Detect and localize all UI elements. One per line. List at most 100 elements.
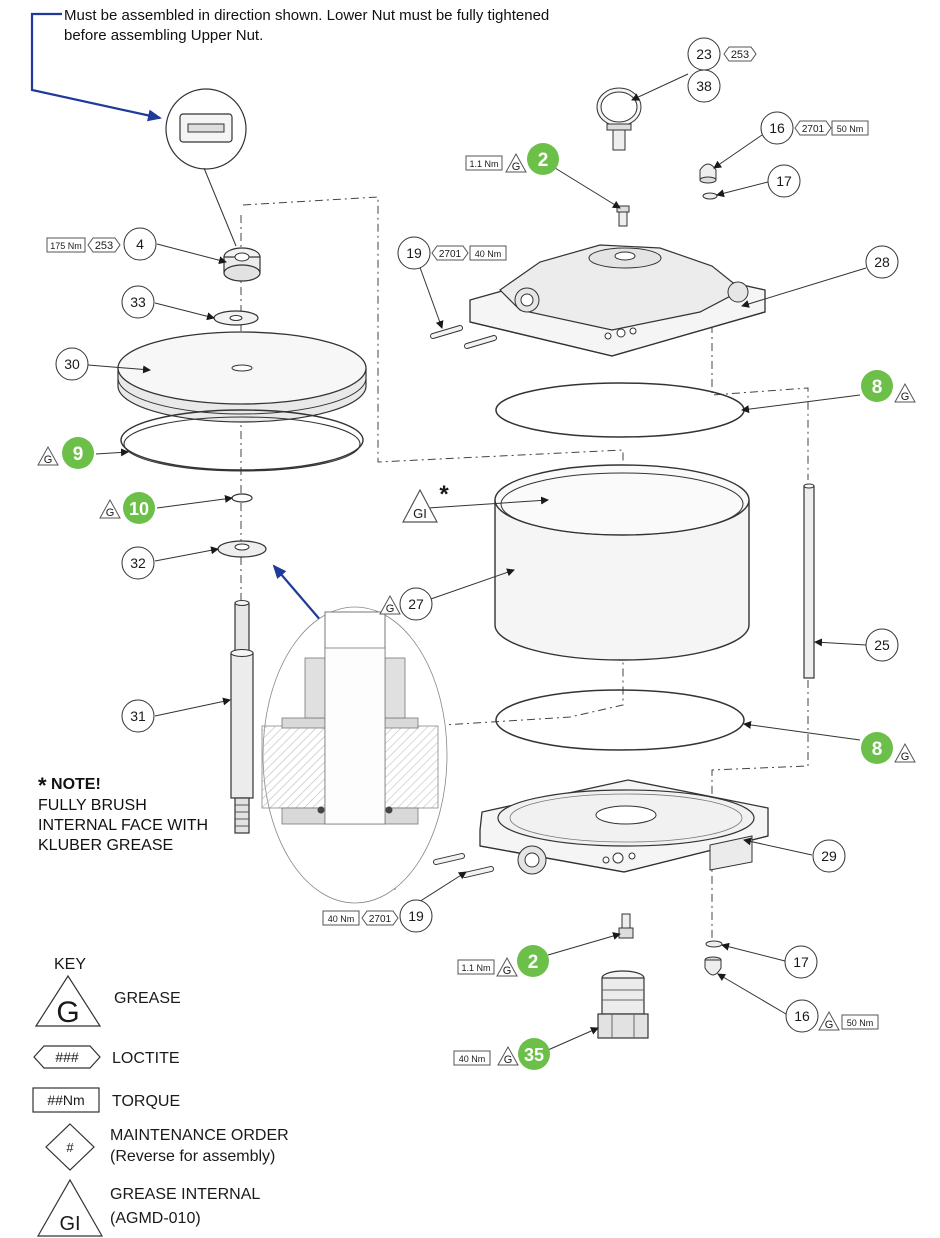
svg-text:G: G	[504, 1054, 513, 1066]
svg-text:17: 17	[793, 954, 809, 970]
torque-tag-19-bottom: 40 Nm	[322, 910, 360, 926]
part-23-eyebolt	[596, 87, 642, 151]
callout-17-bottom: 17	[784, 945, 818, 979]
svg-text:253: 253	[731, 49, 749, 61]
order-badge-8-bottom: 8	[861, 732, 893, 764]
svg-text:2701: 2701	[802, 124, 825, 135]
grease-internal-icon: GI *	[402, 481, 449, 523]
star-note-line3: KLUBER GREASE	[38, 837, 174, 854]
torque-tag-2-top: 1.1 Nm	[465, 155, 503, 171]
svg-text:G: G	[106, 507, 115, 519]
legend-order-icon: #	[45, 1123, 95, 1171]
svg-text:9: 9	[73, 444, 84, 465]
legend-loctite-icon: ###	[33, 1045, 101, 1069]
svg-text:GI: GI	[59, 1213, 80, 1235]
star-note-line1: FULLY BRUSH	[38, 797, 147, 814]
part-27-cylinder	[494, 464, 750, 661]
svg-text:GI: GI	[413, 506, 427, 521]
svg-text:10: 10	[129, 499, 149, 519]
svg-text:G: G	[512, 161, 521, 173]
svg-text:19: 19	[406, 245, 422, 261]
star-note-line2: INTERNAL FACE WITH	[38, 817, 209, 834]
grease-icon-8-top: G	[894, 382, 916, 403]
part-16-acorn-nut-bottom	[704, 956, 722, 976]
svg-text:##Nm: ##Nm	[47, 1092, 84, 1108]
svg-text:###: ###	[55, 1049, 79, 1065]
star-note-heading: NOTE!	[51, 776, 101, 793]
callout-30: 30	[55, 347, 89, 381]
svg-text:32: 32	[130, 555, 146, 571]
part-16-acorn-nut-top	[699, 163, 717, 184]
svg-text:29: 29	[821, 848, 837, 864]
svg-text:G: G	[503, 965, 512, 977]
callout-33: 33	[121, 285, 155, 319]
legend-grease-label: GREASE	[114, 990, 181, 1007]
torque-tag-16-bottom: 50 Nm	[841, 1014, 879, 1030]
part-8-oring-top	[495, 382, 745, 438]
svg-text:50 Nm: 50 Nm	[837, 124, 864, 134]
part-8-oring-bottom	[495, 689, 745, 751]
svg-text:1.1 Nm: 1.1 Nm	[469, 159, 498, 169]
svg-text:50 Nm: 50 Nm	[847, 1018, 874, 1028]
callout-19-bottom: 19	[399, 899, 433, 933]
part-10-oring	[231, 493, 253, 503]
svg-text:35: 35	[524, 1045, 544, 1065]
svg-text:40 Nm: 40 Nm	[459, 1054, 486, 1064]
grease-icon-16-bottom: G	[818, 1010, 840, 1031]
svg-text:2: 2	[538, 150, 549, 171]
blue-arrow-top	[30, 12, 162, 122]
loctite-tag-19-bottom: 2701	[361, 910, 399, 926]
part-31-rod	[230, 600, 254, 834]
part-28-upper-housing	[469, 244, 766, 357]
part-35-fitting	[597, 970, 649, 1039]
legend-order-label-1: MAINTENANCE ORDER	[110, 1127, 289, 1144]
svg-text:G: G	[825, 1019, 834, 1031]
loctite-tag-19-top: 2701	[431, 245, 469, 261]
svg-text:2: 2	[528, 952, 539, 973]
nut-detail-circle	[165, 88, 247, 247]
blue-arrow-detail	[272, 564, 323, 623]
svg-text:33: 33	[130, 294, 146, 310]
grease-icon-8-bottom: G	[894, 742, 916, 763]
callout-19-top: 19	[397, 236, 431, 270]
grease-icon-35: G	[497, 1045, 519, 1066]
svg-text:#: #	[66, 1140, 74, 1155]
svg-text:31: 31	[130, 708, 146, 724]
part-4-nut	[223, 247, 261, 282]
legend-gi-label-2: (AGMD-010)	[110, 1210, 201, 1227]
svg-text:G: G	[901, 391, 910, 403]
svg-text:G: G	[44, 454, 53, 466]
part-33-washer	[213, 310, 259, 326]
svg-text:23: 23	[696, 46, 712, 62]
torque-tag-2-bottom: 1.1 Nm	[457, 959, 495, 975]
part-2-top-plug	[616, 205, 630, 227]
part-29-lower-housing	[479, 779, 769, 875]
callout-23: 23	[687, 37, 721, 71]
order-badge-9: 9	[62, 437, 94, 469]
svg-text:8: 8	[872, 739, 883, 760]
svg-text:4: 4	[136, 236, 144, 252]
callout-4: 4	[123, 227, 157, 261]
order-badge-10: 10	[123, 492, 155, 524]
callout-16-top: 16	[760, 111, 794, 145]
legend-title: KEY	[54, 956, 86, 973]
part-19-pins-top	[430, 325, 497, 349]
legend-order-label-2: (Reverse for assembly)	[110, 1148, 275, 1165]
grease-icon-2-bottom: G	[496, 956, 518, 977]
svg-text:G: G	[386, 603, 395, 615]
assembly-note-line2: before assembling Upper Nut.	[64, 27, 264, 44]
callout-16-bottom: 16	[785, 999, 819, 1033]
svg-text:16: 16	[794, 1008, 810, 1024]
legend-grease-icon: G	[34, 974, 102, 1029]
svg-text:17: 17	[776, 173, 792, 189]
part-25-tie-rod	[803, 483, 815, 679]
callout-28: 28	[865, 245, 899, 279]
legend-loctite-label: LOCTITE	[112, 1050, 180, 1067]
assembly-note: Must be assembled in direction shown. Lo…	[64, 6, 549, 46]
part-19-pins-bottom	[433, 853, 494, 878]
grease-icon-9: G	[37, 445, 59, 466]
torque-tag-16-top: 50 Nm	[831, 120, 869, 136]
leader-lines	[87, 73, 867, 1051]
legend-torque-icon: ##Nm	[32, 1087, 100, 1113]
